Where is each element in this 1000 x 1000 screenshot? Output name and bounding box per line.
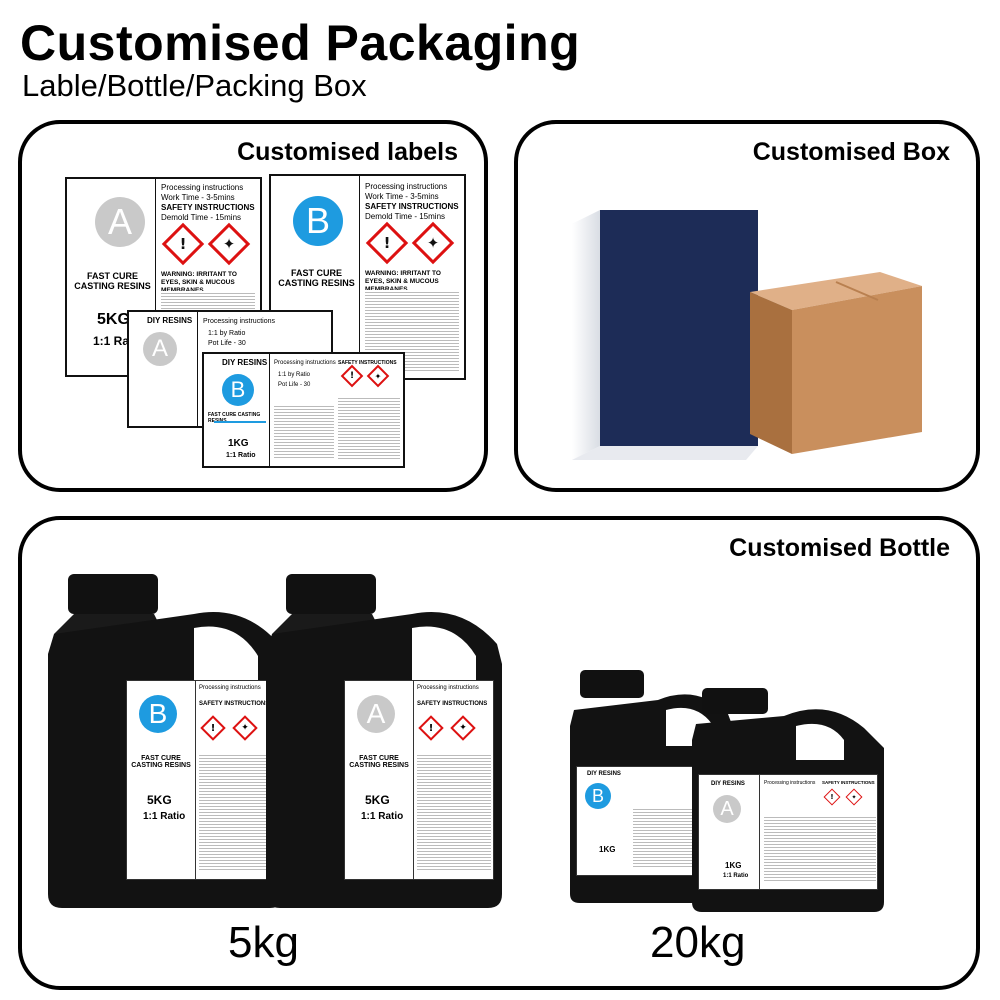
fine-print <box>338 396 400 460</box>
processing-text: Processing instructions <box>274 360 336 366</box>
label-weight: 1KG <box>228 438 249 449</box>
fine-print <box>764 815 876 881</box>
label-weight: 5KG <box>97 311 130 328</box>
safety-text: SAFETY INSTRUCTIONS <box>161 203 255 212</box>
size-label-20kg: 20kg <box>650 918 746 967</box>
product-name: FAST CURE CASTING RESINS <box>74 271 151 291</box>
processing-text: Processing instructions <box>417 685 479 691</box>
safety-text: SAFETY INSTRUCTIONS <box>365 202 459 211</box>
safety-text: SAFETY INSTRUCTIONS <box>822 780 875 785</box>
page-subtitle: Lable/Bottle/Packing Box <box>22 68 367 103</box>
product-name: FAST CURE CASTING RESINS <box>349 755 409 769</box>
health-hazard-icon: ✦ <box>207 222 251 266</box>
letter-badge-b: B <box>139 695 177 733</box>
ratio-line-text: 1:1 by Ratio <box>208 330 246 337</box>
bottle-panel-title: Customised Bottle <box>729 534 950 562</box>
safety-text: SAFETY INSTRUCTIONS <box>417 701 488 707</box>
size-label-5kg: 5kg <box>228 918 299 967</box>
letter-badge-a: A <box>143 332 177 366</box>
exclamation-hazard-icon: ! <box>365 221 409 265</box>
box-panel: Customised Box <box>514 120 980 492</box>
exclamation-hazard-icon: ! <box>161 222 205 266</box>
exclamation-hazard-icon: ! <box>823 788 841 806</box>
exclamation-hazard-icon: ! <box>200 715 226 741</box>
demold-text: Demold Time - 15mins <box>161 213 242 222</box>
label-info-column: Processing instructions SAFETY INSTRUCTI… <box>269 354 403 466</box>
health-hazard-icon: ✦ <box>845 788 863 806</box>
fine-print <box>274 404 334 460</box>
brand-name: DIY RESINS <box>222 358 268 367</box>
letter-badge-b: B <box>222 374 254 406</box>
blue-rule <box>214 421 266 423</box>
bottle-panel: Customised Bottle B FAST CURE CASTING RE… <box>18 516 980 990</box>
page-title: Customised Packaging <box>20 15 581 71</box>
processing-text: Processing instructions <box>365 182 448 191</box>
exclamation-hazard-icon: ! <box>340 364 364 388</box>
product-name: FAST CURE CASTING RESINS <box>131 755 191 769</box>
label-weight: 1KG <box>599 845 616 854</box>
jug-label: A FAST CURE CASTING RESINS 5KG 1:1 Ratio… <box>344 680 494 880</box>
ratio-line-text: 1:1 by Ratio <box>278 372 311 378</box>
fine-print <box>199 753 273 871</box>
label-weight: 5KG <box>365 793 390 807</box>
label-ratio: 1:1 Ratio <box>226 452 256 459</box>
safety-text: SAFETY INSTRUCTIONS <box>338 360 397 366</box>
letter-badge-b: B <box>585 783 611 809</box>
navy-gift-box <box>572 210 758 460</box>
processing-text: Processing instructions <box>199 685 261 691</box>
health-hazard-icon: ✦ <box>411 221 455 265</box>
label-ratio: 1:1 Ratio <box>723 873 749 879</box>
health-hazard-icon: ✦ <box>232 715 258 741</box>
cardboard-shipping-box <box>750 272 922 454</box>
processing-text: Processing instructions <box>203 318 275 325</box>
label-info-column: Processing instructions SAFETY INSTRUCTI… <box>195 681 277 879</box>
work-time-text: Work Time - 3-5mins <box>161 193 235 202</box>
brand-name: DIY RESINS <box>711 781 745 787</box>
pot-life-text: Pot Life - 30 <box>208 340 246 347</box>
product-name: FAST CURE CASTING RESINS <box>278 268 355 288</box>
jug-5kg-b: B FAST CURE CASTING RESINS 5KG 1:1 Ratio… <box>44 574 289 910</box>
labels-panel: Customised labels A FAST CURE CASTING RE… <box>18 120 488 492</box>
pot-life-text: Pot Life - 30 <box>278 382 311 388</box>
brand-name: DIY RESINS <box>587 771 621 777</box>
label-weight: 5KG <box>147 793 172 807</box>
letter-badge-b: B <box>293 196 343 246</box>
jug-5kg-a: A FAST CURE CASTING RESINS 5KG 1:1 Ratio… <box>262 574 507 910</box>
label-info-column: Processing instructions SAFETY INSTRUCTI… <box>759 775 879 889</box>
fine-print <box>417 753 491 871</box>
label-info-column: Processing instructions SAFETY INSTRUCTI… <box>413 681 495 879</box>
jug-small-a: DIY RESINS A 1KG 1:1 Ratio Processing in… <box>688 688 888 914</box>
letter-badge-a: A <box>357 695 395 733</box>
processing-text: Processing instructions <box>764 780 816 786</box>
warning-text: WARNING: IRRITANT TO EYES, SKIN & MUCOUS… <box>161 271 237 294</box>
jug-label: B FAST CURE CASTING RESINS 5KG 1:1 Ratio… <box>126 680 276 880</box>
health-hazard-icon: ✦ <box>450 715 476 741</box>
health-hazard-icon: ✦ <box>366 364 390 388</box>
label-info-column: Processing instructions Work Time - 3-5m… <box>359 176 464 378</box>
safety-text: SAFETY INSTRUCTIONS <box>199 701 270 707</box>
demold-text: Demold Time - 15mins <box>365 212 446 221</box>
label-ratio: 1:1 Ratio <box>143 811 186 822</box>
label-weight: 1KG <box>725 861 742 870</box>
work-time-text: Work Time - 3-5mins <box>365 192 439 201</box>
label-ratio: 1:1 Ratio <box>361 811 404 822</box>
exclamation-hazard-icon: ! <box>418 715 444 741</box>
letter-badge-a: A <box>95 197 145 247</box>
box-panel-title: Customised Box <box>752 138 950 166</box>
processing-text: Processing instructions <box>161 183 244 192</box>
labels-panel-title: Customised labels <box>237 138 458 166</box>
label-card-b-large: B FAST CURE CASTING RESINS Processing in… <box>269 174 466 380</box>
brand-name: DIY RESINS <box>147 316 193 325</box>
jug-label: DIY RESINS A 1KG 1:1 Ratio Processing in… <box>698 774 878 890</box>
letter-badge-a: A <box>713 795 741 823</box>
label-info-column: Processing instructions 1:1 by Ratio Pot… <box>197 312 331 426</box>
label-card-b-small: DIY RESINS B FAST CURE CASTING RESINS 1K… <box>202 352 405 468</box>
warning-text: WARNING: IRRITANT TO EYES, SKIN & MUCOUS… <box>365 270 441 293</box>
